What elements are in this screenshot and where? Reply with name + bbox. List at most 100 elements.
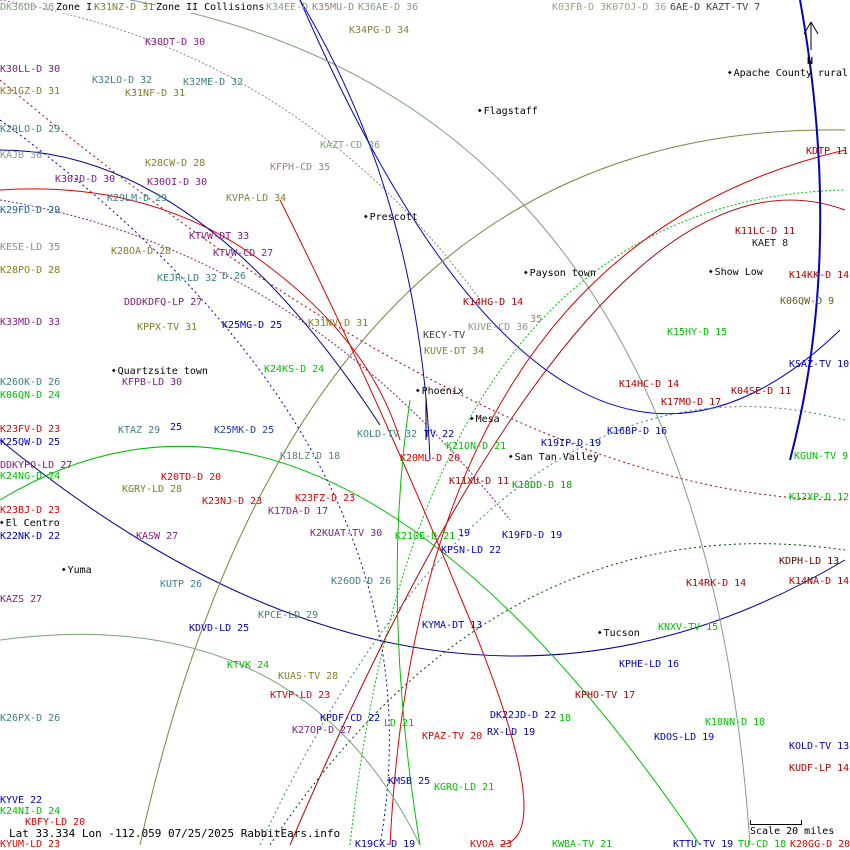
station-label[interactable]: K18NN-D 18 bbox=[705, 717, 766, 728]
station-label[interactable]: K18DD-D 18 bbox=[512, 480, 573, 491]
station-label[interactable]: K06QN-D 24 bbox=[0, 390, 61, 401]
station-label[interactable]: K30OI-D 30 bbox=[147, 177, 208, 188]
station-label[interactable]: K25MK-D 25 bbox=[214, 425, 275, 436]
station-label[interactable]: K26OD-D 26 bbox=[331, 576, 392, 587]
station-label[interactable]: K14HC-D 14 bbox=[619, 379, 680, 390]
station-label[interactable]: K28PO-D 28 bbox=[0, 265, 61, 276]
station-label[interactable]: KYMA-DT 13 bbox=[422, 620, 483, 631]
station-label[interactable]: KTAZ 29 bbox=[118, 425, 161, 436]
station-label[interactable]: K21ON-D 21 bbox=[446, 441, 507, 452]
station-label[interactable]: KFPB-LD 30 bbox=[122, 377, 183, 388]
station-label[interactable]: KPSN-LD 22 bbox=[441, 545, 502, 556]
station-label[interactable]: K21GE-D 21 bbox=[395, 531, 456, 542]
station-label[interactable]: KOLD-TV 13 bbox=[789, 741, 850, 752]
station-label[interactable]: KUTP 26 bbox=[160, 579, 203, 590]
station-label[interactable]: K29LM-D 29 bbox=[107, 193, 168, 204]
station-label[interactable]: K29FD-D 29 bbox=[0, 205, 61, 216]
station-label[interactable]: K23FZ-D 23 bbox=[295, 493, 356, 504]
station-label[interactable]: K33MD-D 33 bbox=[0, 317, 61, 328]
station-label[interactable]: K30DT-D 30 bbox=[145, 37, 206, 48]
station-label[interactable]: K36AE-D 36 bbox=[358, 2, 419, 13]
station-label[interactable]: K32LO-D 32 bbox=[92, 75, 153, 86]
station-label[interactable]: KTVK 24 bbox=[227, 660, 270, 671]
station-label[interactable]: K2KUAT-TV 30 bbox=[310, 528, 383, 539]
station-label[interactable]: K19IP-D 19 bbox=[541, 438, 602, 449]
station-label[interactable]: KEJR-LD 32 bbox=[157, 273, 218, 284]
station-label[interactable]: KECY-TV bbox=[423, 330, 466, 341]
station-label[interactable]: K17DA-D 17 bbox=[268, 506, 329, 517]
station-label[interactable]: K28OA-D 28 bbox=[111, 246, 172, 257]
station-label[interactable]: K24NG-D 24 bbox=[0, 471, 61, 482]
station-label[interactable]: KOLD-TV 32 bbox=[357, 429, 418, 440]
station-label[interactable]: K30LL-D 30 bbox=[0, 64, 61, 75]
station-label[interactable]: KGUN-TV 9 bbox=[794, 451, 849, 462]
station-label[interactable]: K23NJ-D 23 bbox=[202, 496, 263, 507]
station-label[interactable]: K16BP-D 16 bbox=[607, 426, 668, 437]
station-label[interactable]: KAET 8 bbox=[752, 238, 789, 249]
station-label[interactable]: KESE-LD 35 bbox=[0, 242, 61, 253]
station-label[interactable]: KVOA 23 bbox=[470, 839, 513, 850]
station-label[interactable]: 25 bbox=[170, 422, 183, 433]
station-label[interactable]: KDOS-LD 19 bbox=[654, 732, 715, 743]
station-label[interactable]: LD 21 bbox=[384, 718, 415, 729]
station-label[interactable]: KPAZ-TV 20 bbox=[422, 731, 483, 742]
station-label[interactable]: KFPH-CD 35 bbox=[270, 162, 331, 173]
station-label[interactable]: K06QW-D 9 bbox=[780, 296, 835, 307]
station-label[interactable]: D 26 bbox=[222, 271, 247, 282]
station-label[interactable]: K31NF-D 31 bbox=[125, 88, 186, 99]
station-label[interactable]: K19CX-D 19 bbox=[355, 839, 416, 850]
station-label[interactable]: K23FV-D 23 bbox=[0, 424, 61, 435]
station-label[interactable]: KSAZ-TV 10 bbox=[789, 359, 850, 370]
station-label[interactable]: KTVW-CD 27 bbox=[213, 248, 274, 259]
station-label[interactable]: KYUM-LD 23 bbox=[0, 839, 61, 850]
station-label[interactable]: K14NA-D 14 bbox=[789, 576, 850, 587]
station-label[interactable]: KUVE-DT 34 bbox=[424, 346, 485, 357]
station-label[interactable]: KTVP-LD 23 bbox=[270, 690, 331, 701]
station-label[interactable]: K14KK-D 14 bbox=[789, 270, 850, 281]
station-label[interactable]: 35 bbox=[530, 314, 543, 325]
station-label[interactable]: KNXV-TV 15 bbox=[658, 622, 719, 633]
station-label[interactable]: DDDKDFQ-LP 27 bbox=[124, 297, 203, 308]
station-label[interactable]: KUAS-TV 28 bbox=[278, 671, 339, 682]
station-label[interactable]: KPHE-LD 16 bbox=[619, 659, 680, 670]
station-label[interactable]: K19FD-D 19 bbox=[502, 530, 563, 541]
station-label[interactable]: TV 22 bbox=[424, 429, 455, 440]
station-label[interactable]: KDVD-LD 25 bbox=[189, 623, 250, 634]
station-label[interactable]: DK36DD 36 bbox=[0, 2, 55, 13]
station-label[interactable]: K29LO-D 29 bbox=[0, 124, 61, 135]
station-label[interactable]: RX-LD 19 bbox=[487, 727, 536, 738]
station-label[interactable]: K28CW-D 28 bbox=[145, 158, 206, 169]
station-label[interactable]: K27OP-D 27 bbox=[292, 725, 353, 736]
station-label[interactable]: K04SE-D 11 bbox=[731, 386, 792, 397]
station-label[interactable]: KPCE-LD 29 bbox=[258, 610, 319, 621]
station-label[interactable]: KTVW-DT 33 bbox=[189, 231, 250, 242]
station-label[interactable]: 19 bbox=[458, 528, 471, 539]
station-label[interactable]: K15HY-D 15 bbox=[667, 327, 728, 338]
station-label[interactable]: K24KS-D 24 bbox=[264, 364, 325, 375]
station-label[interactable]: KAJB 36 bbox=[0, 150, 43, 161]
station-label[interactable]: K12XP-D 12 bbox=[789, 492, 850, 503]
station-label[interactable]: KBFY-LD 20 bbox=[25, 817, 86, 828]
station-label[interactable]: KAZT-CD 36 bbox=[320, 140, 381, 151]
station-label[interactable]: KASW 27 bbox=[136, 531, 179, 542]
station-label[interactable]: K26PX-D 26 bbox=[0, 713, 61, 724]
station-label[interactable]: TU-CD 18 bbox=[738, 839, 787, 850]
station-label[interactable]: K11XU-D 11 bbox=[449, 476, 510, 487]
station-label[interactable]: KPDF-CD 22 bbox=[320, 713, 381, 724]
station-label[interactable]: K14HG-D 14 bbox=[463, 297, 524, 308]
station-label[interactable]: KPHO-TV 17 bbox=[575, 690, 636, 701]
station-label[interactable]: K26OK-D 26 bbox=[0, 377, 61, 388]
station-label[interactable]: K31GZ-D 31 bbox=[0, 86, 61, 97]
station-label[interactable]: K34PG-D 34 bbox=[349, 25, 410, 36]
station-label[interactable]: K25MG-D 25 bbox=[222, 320, 283, 331]
station-label[interactable]: K32ME-D 32 bbox=[183, 77, 244, 88]
station-label[interactable]: K23BJ-D 23 bbox=[0, 505, 61, 516]
station-label[interactable]: K20ML-D 20 bbox=[400, 453, 461, 464]
station-label[interactable]: KTTU-TV 19 bbox=[673, 839, 734, 850]
station-label[interactable]: KYVE 22 bbox=[0, 795, 43, 806]
station-label[interactable]: KPPX-TV 31 bbox=[137, 322, 198, 333]
station-label[interactable]: K31NZ-D 31 bbox=[94, 2, 155, 13]
station-label[interactable]: K14RK-D 14 bbox=[686, 578, 747, 589]
station-label[interactable]: K30JD-D 30 bbox=[55, 174, 116, 185]
